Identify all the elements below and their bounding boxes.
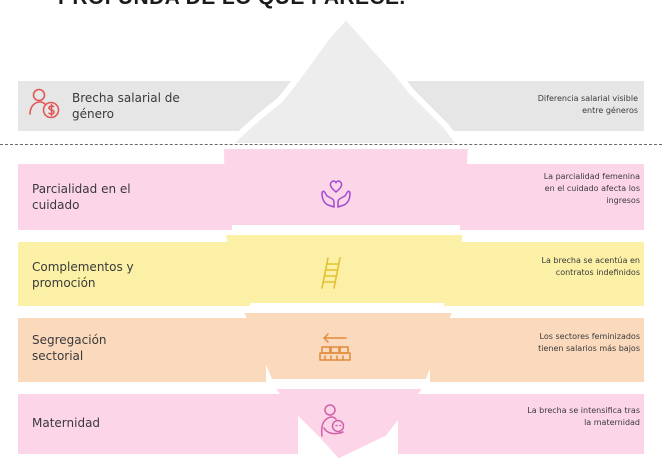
layer-2-label: Complementos y promoción xyxy=(32,260,134,290)
layer-3-label: Segregación sectorial xyxy=(32,333,107,363)
band-right-3 xyxy=(430,318,644,382)
factory-arrow-icon xyxy=(319,333,351,361)
band-right-2 xyxy=(444,242,644,306)
layer-4-label: Maternidad xyxy=(32,416,101,430)
water-line xyxy=(0,144,662,145)
layer-1-label: Parcialidad en el cuidado xyxy=(32,182,131,212)
band-left-1 xyxy=(18,164,232,230)
diagram-title: PROFUNDA DE LO QUE PARECE. xyxy=(58,0,406,10)
ladder-icon xyxy=(321,257,341,289)
layer-1-description: La parcialidad femenina en el cuidado af… xyxy=(543,172,640,205)
iceberg-tip xyxy=(217,13,473,163)
heart-hands-icon xyxy=(321,180,351,208)
mother-baby-icon xyxy=(320,404,345,437)
band-left-4 xyxy=(18,394,298,454)
layer-4-description: La brecha se intensifica tras la materni… xyxy=(527,406,640,427)
above-label: Brecha salarial de género xyxy=(72,91,180,121)
band-right-1 xyxy=(460,164,644,230)
band-left-3 xyxy=(18,318,266,382)
layer-2-description: La brecha se acentúa en contratos indefi… xyxy=(541,256,641,277)
band-right-4 xyxy=(398,394,644,454)
layer-3-description: Los sectores feminizados tienen salarios… xyxy=(538,332,640,353)
above-description: Diferencia salarial visible entre género… xyxy=(537,94,638,115)
salary-person-icon xyxy=(29,88,60,119)
band-left-2 xyxy=(18,242,250,306)
